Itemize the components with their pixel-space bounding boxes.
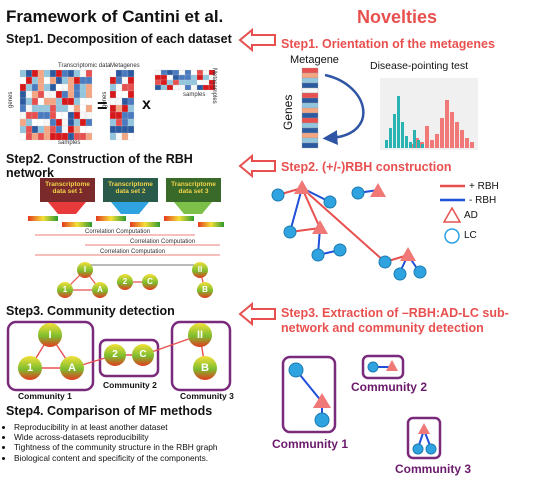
community-node-label-1: 1 [26,362,34,374]
metasamples-label: Metasamples [211,68,217,104]
right-community-2-label: Community 2 [350,380,427,394]
signed-rbh-network [271,180,427,281]
left-community-1-label: Community 1 [18,391,72,401]
community-node-II [188,323,212,347]
rbh-node-C [142,274,158,290]
legend-lc: LC [464,230,477,241]
dataset-1-label: Transcriptome data set 1 [45,181,90,195]
community-node-label-C: C [139,349,147,360]
rbh-node-2 [117,274,133,290]
community-node-A [60,356,84,380]
community-node-C [132,344,154,366]
dataset-2-label: Transcriptome data set 2 [108,181,153,195]
left-step4-title: Step4. Comparison of MF methods [6,404,213,418]
legend-negative-rbh: - RBH [469,195,497,206]
transcriptomic-heatmap [19,69,93,141]
rbh-node-A [92,282,108,298]
rbh-node-label-A: A [97,285,103,294]
right-step3-title: Step3. Extraction of –RBH:AD-LC sub-netw… [281,306,509,335]
left-community-3-label: Community 3 [180,391,234,401]
rbh-node-label-C: C [147,277,153,286]
left-step3-title: Step3. Community detection [6,304,175,318]
right-step1-title: Step1. Orientation of the metagenes [281,37,495,51]
right-community-1-label: Community 1 [271,437,348,451]
left-step2-title: Step2. Construction of the RBH network [6,152,193,180]
novelty-arrow-2 [238,153,276,179]
community-node-label-2: 2 [112,349,118,360]
left-step1-title: Step1. Decomposition of each dataset [6,32,232,46]
rbh-node-label-1: 1 [62,285,68,294]
criterion-item: Wide across-datasets reproducibility [14,432,252,442]
rbh-node-label-2: 2 [122,277,128,286]
disease-pointing-histogram [380,78,478,150]
genes-label-right: Genes [281,94,295,130]
metagene-label: Metagene [290,54,339,66]
samples-axis-label: samples [58,140,81,146]
criterion-item: Biological content and specificity of th… [14,453,252,463]
correlation-label-3: Correlation Computation [100,249,166,255]
community-node-label-II: II [196,329,204,341]
right-title: Novelties [357,7,438,27]
community-node-2 [104,344,126,366]
novelty-arrow-1 [238,27,276,53]
right-step2-title: Step2. (+/-)RBH construction [281,160,452,174]
criterion-item: Reproducibility in at least another data… [14,422,252,432]
transcriptomic-label: Transcriptomic data [58,63,111,69]
rbh-node-label-I: I [83,265,87,274]
community-node-B [193,356,217,380]
rbh-node-1 [57,282,73,298]
criterion-item: Tightness of the community structure in … [14,442,252,452]
rbh-node-B [197,282,213,298]
correlation-label-1: Correlation Computation [85,229,151,235]
community-node-label-I: I [48,329,52,341]
left-title: Framework of Cantini et al. [6,7,224,26]
right-community-3-label: Community 3 [395,462,472,476]
rbh-node-label-II: II [197,265,203,274]
extracted-communities [281,354,442,460]
community-node-I [38,323,62,347]
legend-ad: AD [464,210,478,221]
rbh-legend-symbols [440,184,465,244]
community-node-label-B: B [201,362,209,374]
samples-axis-label-2: samples [183,92,206,98]
correlation-label-2: Correlation Computation [130,239,196,245]
oriented-metagene-column [301,67,319,149]
genes-axis-label: genes [8,91,14,108]
comparison-criteria-list: Reproducibility in at least another data… [4,422,252,463]
orientation-curved-arrow [322,73,365,146]
novelty-arrow-3 [238,301,276,327]
community-node-1 [18,356,42,380]
metasamples-heatmap [154,69,216,91]
metagenes-label: Metagenes [110,63,140,69]
rbh-node-II [192,262,208,278]
rbh-node-I [77,262,93,278]
dataset-3-label: Transcriptome data set 3 [171,181,216,195]
metagenes-heatmap [109,69,135,141]
left-community-2-label: Community 2 [103,380,157,390]
rbh-node-label-B: B [202,285,208,294]
disease-pointing-test-label: Disease-pointing test [370,60,469,72]
equals-sign: = [97,96,108,116]
legend-positive-rbh: + RBH [469,181,499,192]
times-sign: x [142,96,151,113]
community-node-label-A: A [68,362,76,374]
